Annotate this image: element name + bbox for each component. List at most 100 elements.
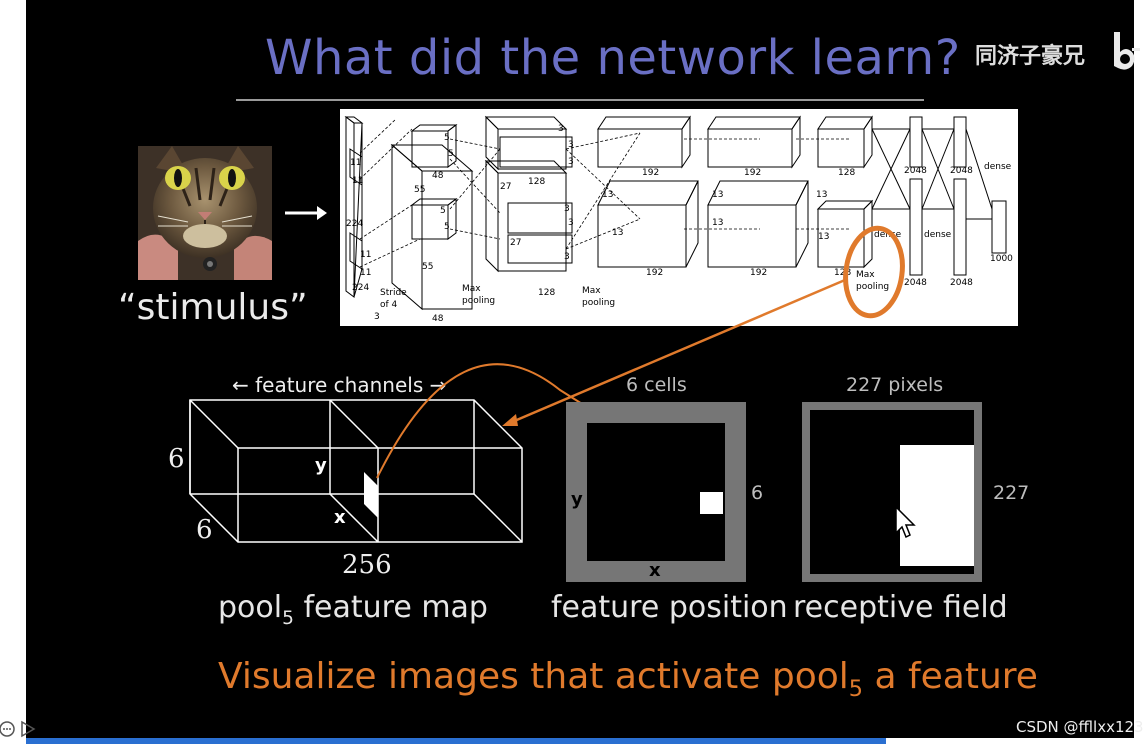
arch-label: 192 [750,268,767,278]
stimulus-label: “stimulus” [118,287,308,328]
arch-label: 48 [432,171,444,181]
arch-label: 224 [352,283,369,293]
watermark-text: 同济子豪兄 [975,44,1086,69]
position-side-label: 6 [751,482,764,504]
arch-label: 3 [558,124,564,134]
csdn-credit: CSDN @ffllxx123 [1016,718,1144,736]
receptive-field-header: 227 pixels [846,374,944,396]
arch-label: 128 [838,168,855,178]
arch-label: pooling [462,296,495,306]
watermark-logo-icon [1114,32,1140,70]
arch-label: 192 [744,168,761,178]
receptive-field-caption: receptive field [793,590,1008,625]
arch-label: 2048 [950,278,973,288]
arch-label: Max [582,286,601,296]
arch-label: 55 [422,262,433,272]
feature-position-header: 6 cells [626,374,687,396]
cat-photo [138,146,272,280]
slide-title: What did the network learn? [265,30,961,86]
arch-label: 13 [602,190,613,200]
left-margin [0,0,26,744]
position-axis-x: x [649,560,661,581]
map-axis-x: x [334,507,346,528]
arch-label: 3 [568,218,574,228]
receptive-field-region [900,445,974,566]
feature-map-caption-pre: pool [218,590,283,625]
architecture-drawing: 11 11 224 11 11 224 Stride of 4 3 5 5 48… [344,115,1013,324]
position-axis-y: y [571,489,583,510]
arch-label: of 4 [380,300,398,310]
arch-label: 13 [712,218,723,228]
mouse-cursor-icon [895,505,916,539]
arch-label: 3 [374,312,380,322]
feature-map-cuboid [189,399,523,543]
feature-channels-header: ← feature channels → [232,373,447,397]
arch-label: 5 [440,206,446,216]
feature-map-caption-sub: 5 [282,607,294,629]
pool5-pointer-arrowhead-icon [502,414,518,426]
arch-label: 11 [360,268,371,278]
arch-label: 3 [564,252,570,262]
bottom-statement-pre: Visualize images that activate pool [218,656,849,697]
arch-label: 3 [568,157,574,167]
arch-label: 192 [642,168,659,178]
feature-map-caption: pool5 feature map [218,590,488,629]
arch-label: pooling [856,282,889,292]
arch-label: 5 [448,149,454,159]
arch-label: 1000 [990,254,1013,264]
arch-label: 224 [346,219,363,229]
bottom-statement-post: a feature [863,656,1038,697]
arch-label: 5 [444,222,450,232]
arch-label: 192 [646,268,663,278]
bottom-statement: Visualize images that activate pool5 a f… [218,656,1038,702]
feature-cell-highlight [364,472,378,518]
bottom-statement-sub: 5 [848,675,863,702]
arch-label: 13 [712,190,723,200]
feature-position-cell [700,492,723,514]
dim-height-label: 6 [168,444,185,474]
arch-label: 27 [510,238,521,248]
pool5-pointer-arrow [511,278,846,424]
arch-label: Stride [380,288,407,298]
arch-label: Max [856,270,875,280]
arch-label: 2048 [950,166,973,176]
architecture-diagram: 11 11 224 11 11 224 Stride of 4 3 5 5 48… [340,109,1018,326]
receptive-field-frame [802,402,982,582]
dim-channels-label: 256 [342,550,392,580]
arch-label: 5 [444,133,450,143]
arch-label: 128 [538,288,555,298]
arch-label: 2048 [904,278,927,288]
arch-label: 3 [568,140,574,150]
player-controls[interactable] [0,718,40,740]
arch-label: dense [924,230,952,240]
feature-map-caption-post: feature map [293,590,488,625]
dim-depth-label: 6 [196,515,213,545]
arch-label: 128 [834,268,851,278]
arch-label: 128 [528,177,545,187]
receptive-side-label: 227 [993,482,1030,504]
map-axis-y: y [315,455,327,476]
arch-label: pooling [582,298,615,308]
arch-label: 3 [564,204,570,214]
arch-label: 48 [432,314,444,324]
arch-label: 13 [816,190,827,200]
arch-label: 2048 [904,166,927,176]
feature-position-caption: feature position [551,590,788,625]
progress-bar [26,738,886,744]
arch-label: dense [874,230,902,240]
arch-label: 11 [352,176,363,186]
feature-position-frame [566,402,746,582]
arch-label: 55 [414,185,425,195]
arch-label: 13 [818,232,829,242]
arch-label: 27 [500,182,511,192]
right-margin [1134,0,1147,744]
pool5-highlight-ellipse [843,225,905,319]
stimulus-arrow-icon [285,206,327,220]
arch-label: 11 [350,158,361,168]
arch-label: Max [462,284,481,294]
title-underline [236,99,924,101]
arch-label: dense [984,162,1012,172]
arch-label: 13 [612,228,623,238]
